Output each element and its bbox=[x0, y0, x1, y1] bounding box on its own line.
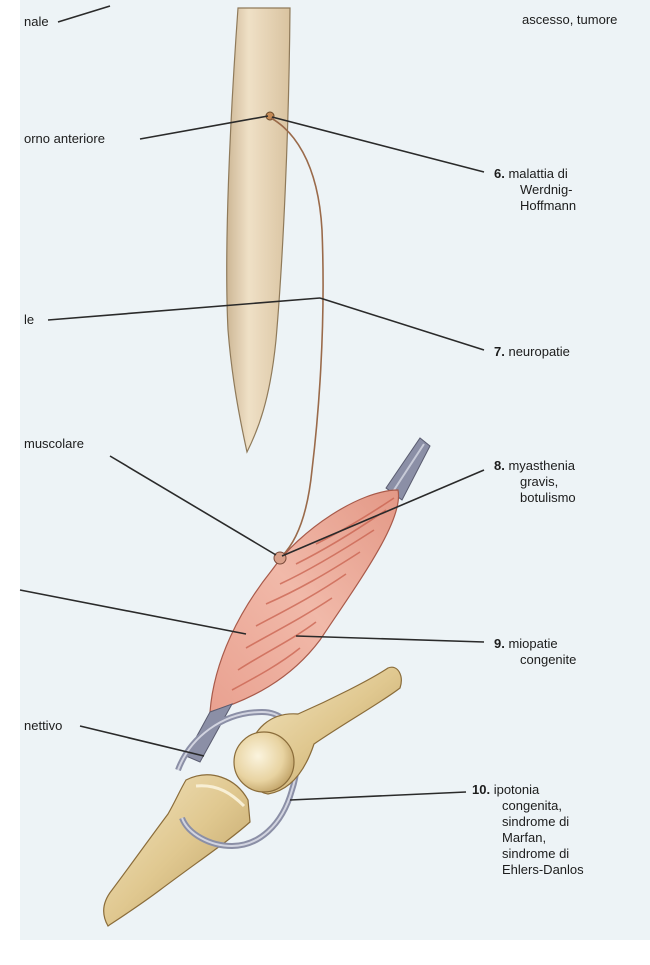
label-10: 10. ipotonia congenita, sindrome di Marf… bbox=[472, 782, 584, 878]
leader-line-3 bbox=[48, 298, 320, 320]
bottom-margin bbox=[0, 940, 650, 965]
leader-line-9 bbox=[296, 636, 484, 642]
leader-line-11 bbox=[80, 726, 204, 756]
leader-line-6 bbox=[272, 117, 484, 172]
lower-bone bbox=[104, 775, 250, 926]
top-right-label: ascesso, tumore bbox=[522, 12, 617, 28]
label-9: 9. miopatie congenite bbox=[494, 636, 576, 668]
label-7-number: 7. bbox=[494, 344, 505, 359]
label-10-line-6: Ehlers-Danlos bbox=[472, 862, 584, 878]
left-label-1: nale bbox=[24, 14, 49, 30]
label-8: 8. myasthenia gravis, botulismo bbox=[494, 458, 576, 506]
left-label-3: le bbox=[24, 312, 34, 328]
left-label-2: orno anteriore bbox=[24, 131, 105, 147]
label-8-line-3: botulismo bbox=[494, 490, 576, 506]
leader-line-5 bbox=[20, 590, 246, 634]
label-7: 7. neuropatie bbox=[494, 344, 570, 360]
label-10-line-2: congenita, bbox=[472, 798, 584, 814]
label-6-line-2: Werdnig- bbox=[494, 182, 576, 198]
label-8-number: 8. bbox=[494, 458, 505, 473]
label-10-line-5: sindrome di bbox=[472, 846, 584, 862]
label-9-number: 9. bbox=[494, 636, 505, 651]
neuromuscular-junction bbox=[274, 552, 286, 564]
left-label-5: nettivo bbox=[24, 718, 62, 734]
label-6: 6. malattia di Werdnig- Hoffmann bbox=[494, 166, 576, 214]
label-10-number: 10. bbox=[472, 782, 490, 797]
leader-line-10 bbox=[290, 792, 466, 800]
leader-line-1 bbox=[58, 6, 110, 22]
bone-head bbox=[234, 732, 294, 792]
label-7-line-1: neuropatie bbox=[508, 344, 569, 359]
label-10-line-1: ipotonia bbox=[494, 782, 540, 797]
label-10-line-4: Marfan, bbox=[472, 830, 584, 846]
left-label-4: muscolare bbox=[24, 436, 84, 452]
label-9-line-1: miopatie bbox=[508, 636, 557, 651]
spinal-cord bbox=[227, 8, 290, 452]
label-6-line-3: Hoffmann bbox=[494, 198, 576, 214]
label-10-line-3: sindrome di bbox=[472, 814, 584, 830]
label-9-line-2: congenite bbox=[494, 652, 576, 668]
label-8-line-1: myasthenia bbox=[508, 458, 574, 473]
label-6-line-1: malattia di bbox=[508, 166, 567, 181]
label-6-number: 6. bbox=[494, 166, 505, 181]
leader-line-8 bbox=[282, 470, 484, 556]
leader-line-7 bbox=[320, 298, 484, 350]
leader-line-4 bbox=[110, 456, 276, 555]
label-8-line-2: gravis, bbox=[494, 474, 576, 490]
